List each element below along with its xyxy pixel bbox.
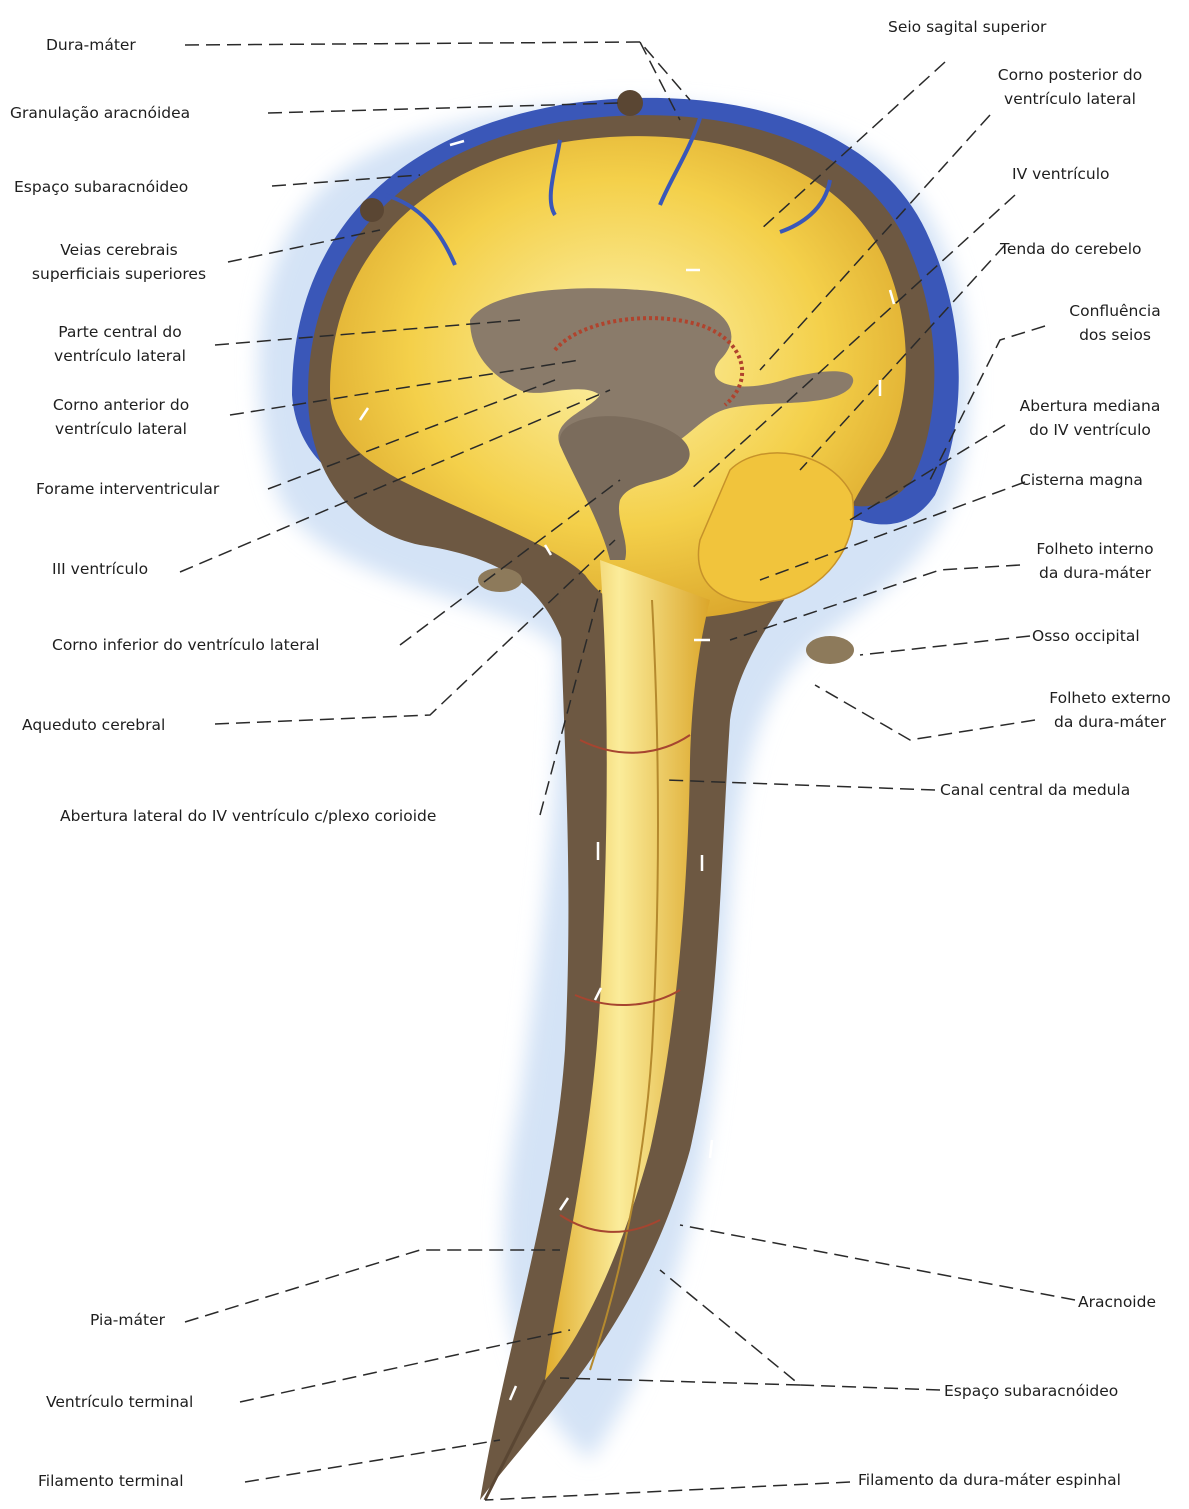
label-dura-mater: Dura-máter	[46, 33, 136, 57]
label-posterior-horn-line2: ventrículo lateral	[970, 87, 1170, 111]
label-median-aperture-line1: Abertura mediana	[995, 394, 1185, 418]
label-inner-dura-line1: Folheto interno	[1020, 537, 1170, 561]
label-central-part-line2: ventrículo lateral	[30, 344, 210, 368]
label-anterior-horn: Corno anterior do ventrículo lateral	[26, 393, 216, 441]
label-arachnoid: Aracnoide	[1078, 1290, 1156, 1314]
label-inner-dura-line2: da dura-máter	[1020, 561, 1170, 585]
label-confluence-line2: dos seios	[1050, 323, 1180, 347]
label-posterior-horn: Corno posterior do ventrículo lateral	[970, 63, 1170, 111]
label-outer-dura-line1: Folheto externo	[1030, 686, 1189, 710]
arachnoid-granulation-2	[360, 198, 384, 222]
label-confluence-of-sinuses: Confluência dos seios	[1050, 299, 1180, 347]
label-inferior-horn: Corno inferior do ventrículo lateral	[52, 633, 319, 657]
label-pia-mater: Pia-máter	[90, 1308, 165, 1332]
label-superior-sagittal-sinus: Seio sagital superior	[888, 15, 1046, 39]
label-tentorium-cerebelli: Tenda do cerebelo	[1000, 237, 1142, 261]
label-cerebral-aqueduct: Aqueduto cerebral	[22, 713, 165, 737]
label-fourth-ventricle: IV ventrículo	[1012, 162, 1110, 186]
label-cisterna-magna: Cisterna magna	[1020, 468, 1143, 492]
label-inner-dura-layer: Folheto interno da dura-máter	[1020, 537, 1170, 585]
label-anterior-horn-line2: ventrículo lateral	[26, 417, 216, 441]
label-superior-cerebral-veins-line1: Veias cerebrais	[14, 238, 224, 262]
label-occipital-bone: Osso occipital	[1032, 624, 1140, 648]
label-posterior-horn-line1: Corno posterior do	[970, 63, 1170, 87]
label-central-part-lateral-ventricle: Parte central do ventrículo lateral	[30, 320, 210, 368]
label-arachnoid-granulation: Granulação aracnóidea	[10, 101, 190, 125]
occipital-bone-right	[806, 636, 854, 664]
label-outer-dura-layer: Folheto externo da dura-máter	[1030, 686, 1189, 734]
label-filum-terminale: Filamento terminal	[38, 1469, 184, 1493]
label-superior-cerebral-veins-line2: superficiais superiores	[14, 262, 224, 286]
label-third-ventricle: III ventrículo	[52, 557, 148, 581]
occipital-bone-left	[478, 568, 522, 592]
label-median-aperture-line2: do IV ventrículo	[995, 418, 1185, 442]
arachnoid-granulation	[617, 90, 643, 116]
label-median-aperture: Abertura mediana do IV ventrículo	[995, 394, 1185, 442]
label-superior-cerebral-veins: Veias cerebrais superficiais superiores	[14, 238, 224, 286]
label-central-part-line1: Parte central do	[30, 320, 210, 344]
label-lateral-aperture: Abertura lateral do IV ventrículo c/plex…	[60, 804, 436, 828]
label-subarachnoid-space-bottom: Espaço subaracnóideo	[944, 1379, 1118, 1403]
label-terminal-ventricle: Ventrículo terminal	[46, 1390, 193, 1414]
label-spinal-dura-filament: Filamento da dura-máter espinhal	[858, 1468, 1121, 1492]
label-subarachnoid-space-top: Espaço subaracnóideo	[14, 175, 188, 199]
label-outer-dura-line2: da dura-máter	[1030, 710, 1189, 734]
label-anterior-horn-line1: Corno anterior do	[26, 393, 216, 417]
label-confluence-line1: Confluência	[1050, 299, 1180, 323]
label-central-canal: Canal central da medula	[940, 778, 1130, 802]
label-interventricular-foramen: Forame interventricular	[36, 477, 219, 501]
